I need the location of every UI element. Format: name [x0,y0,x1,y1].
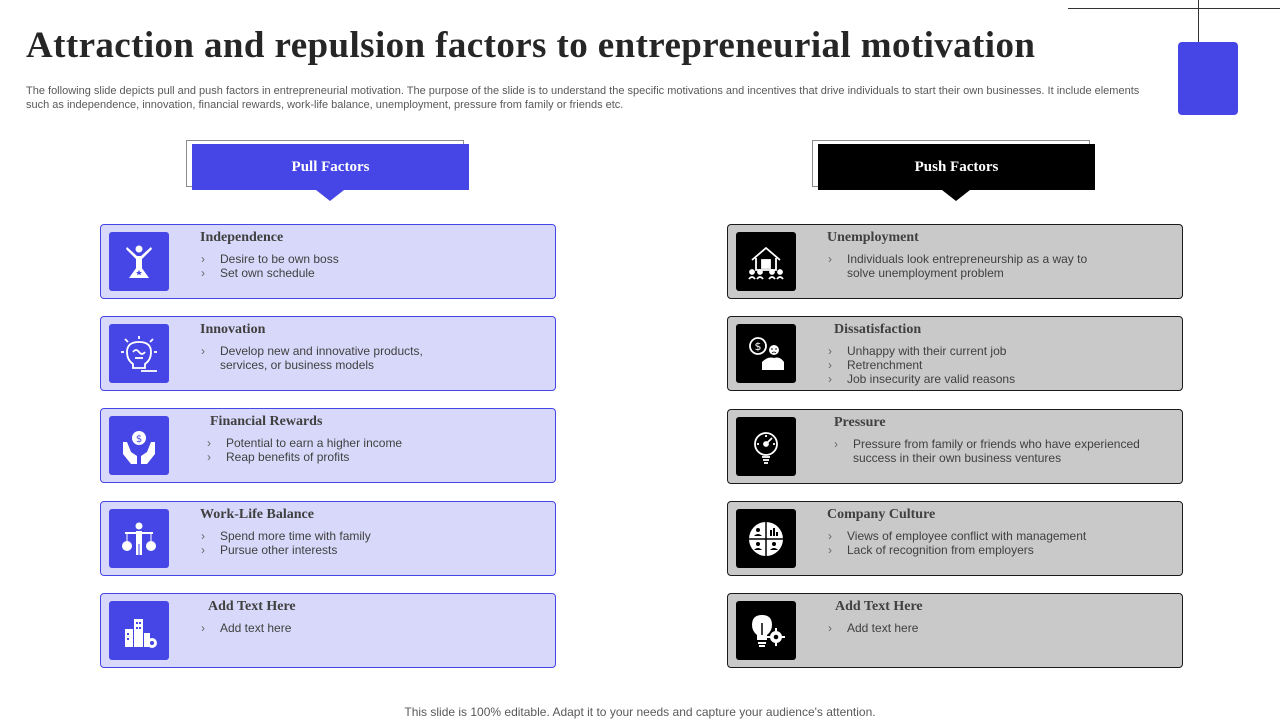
bullet-item: Develop new and innovative products, ser… [201,344,441,372]
bullet-list: Unhappy with their current job Retrenchm… [828,344,1088,386]
push-factors-label: Push Factors [818,144,1095,190]
card-title: Company Culture [827,507,936,522]
money-sad-icon: $ [736,324,796,383]
bullet-item: Set own schedule [201,266,441,280]
bullet-list: Desire to be own boss Set own schedule [201,252,441,280]
svg-text:$: $ [136,434,142,445]
bullet-item: Reap benefits of profits [207,450,447,464]
card-title: Add Text Here [835,599,923,614]
bullet-item: Views of employee conflict with manageme… [828,529,1148,543]
bullet-item: Individuals look entrepreneurship as a w… [828,252,1088,280]
card-title: Add Text Here [208,599,296,614]
bulb-gear-icon [736,601,796,660]
balance-person-icon [109,509,169,568]
bullet-list: Add text here [201,621,441,635]
pull-card-add-text: Add Text Here Add text here [100,593,556,668]
svg-text:$: $ [755,340,762,353]
pull-card-independence: Independence Desire to be own boss Set o… [100,224,556,299]
bullet-item: Unhappy with their current job [828,344,1088,358]
push-card-unemployment: Unemployment Individuals look entreprene… [727,224,1183,299]
person-victory-icon [109,232,169,291]
push-card-dissatisfaction: $ Dissatisfaction Unhappy with their cur… [727,316,1183,391]
bullet-item: Lack of recognition from employers [828,543,1148,557]
pull-card-innovation: Innovation Develop new and innovative pr… [100,316,556,391]
pressure-gauge-icon [736,417,796,476]
card-title: Pressure [834,415,886,430]
bullet-list: Potential to earn a higher income Reap b… [207,436,447,464]
page-subtitle: The following slide depicts pull and pus… [26,85,1140,111]
bullet-item: Spend more time with family [201,529,441,543]
push-card-add-text: Add Text Here Add text here [727,593,1183,668]
bullet-list: Individuals look entrepreneurship as a w… [828,252,1088,280]
team-circle-icon [736,509,796,568]
bullet-list: Add text here [828,621,1088,635]
push-factors-header: Push Factors [812,140,1096,201]
pull-card-work-life-balance: Work-Life Balance Spend more time with f… [100,501,556,576]
decorative-line-vertical [1198,0,1199,42]
bullet-item: Add text here [828,621,1088,635]
decorative-line-horizontal [1068,8,1280,9]
brain-bulb-icon [109,324,169,383]
card-title: Unemployment [827,230,919,245]
bullet-item: Pursue other interests [201,543,441,557]
pull-card-financial-rewards: $ Financial Rewards Potential to earn a … [100,408,556,483]
push-card-pressure: Pressure Pressure from family or friends… [727,409,1183,484]
bullet-list: Pressure from family or friends who have… [834,437,1154,465]
card-title: Financial Rewards [210,414,323,429]
house-people-icon [736,232,796,291]
bullet-item: Pressure from family or friends who have… [834,437,1154,465]
pull-factors-label: Pull Factors [192,144,469,190]
bullet-list: Views of employee conflict with manageme… [828,529,1148,557]
bullet-list: Develop new and innovative products, ser… [201,344,441,372]
card-title: Independence [200,230,284,245]
buildings-gear-icon [109,601,169,660]
footer-note: This slide is 100% editable. Adapt it to… [404,705,876,719]
bullet-list: Spend more time with family Pursue other… [201,529,441,557]
card-title: Dissatisfaction [834,322,922,337]
bullet-item: Job insecurity are valid reasons [828,372,1088,386]
card-title: Innovation [200,322,266,337]
bullet-item: Retrenchment [828,358,1088,372]
page-title: Attraction and repulsion factors to entr… [26,25,1036,66]
bullet-item: Desire to be own boss [201,252,441,266]
header-pointer [316,190,344,201]
decorative-accent-box [1178,42,1238,115]
push-card-company-culture: Company Culture Views of employee confli… [727,501,1183,576]
header-pointer [942,190,970,201]
money-hands-icon: $ [109,416,169,475]
bullet-item: Potential to earn a higher income [207,436,447,450]
pull-factors-header: Pull Factors [186,140,470,201]
bullet-item: Add text here [201,621,441,635]
card-title: Work-Life Balance [200,507,314,522]
